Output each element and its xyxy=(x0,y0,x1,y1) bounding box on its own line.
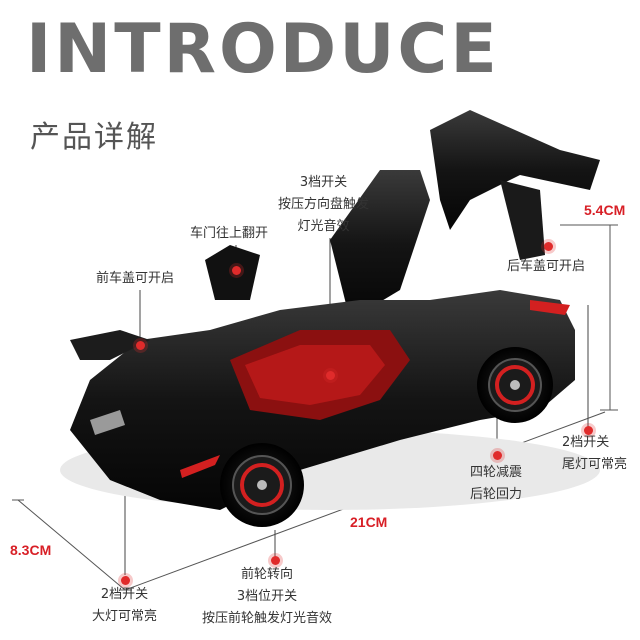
dimension-length: 21CM xyxy=(350,514,388,530)
wing-strut xyxy=(500,180,545,260)
label-line: 前轮转向 xyxy=(241,567,294,582)
label-tail-light: 2档开关 尾灯可常亮 xyxy=(562,432,627,476)
headlight xyxy=(90,410,125,435)
dimension-height: 5.4CM xyxy=(584,202,626,218)
rear-wing xyxy=(430,110,600,230)
label-line: 按压方向盘触发 xyxy=(278,197,370,212)
label-line: 3档开关 xyxy=(299,175,348,190)
front-wheel xyxy=(220,443,304,527)
label-door: 车门往上翻开 xyxy=(190,226,269,241)
dot-headlight xyxy=(121,576,130,585)
rear-wheel xyxy=(477,347,553,423)
dot-door xyxy=(232,266,241,275)
door-right xyxy=(330,170,430,320)
label-line: 按压前轮触发灯光音效 xyxy=(202,611,333,626)
label-line: 后轮回力 xyxy=(470,487,523,502)
label-line: 灯光音效 xyxy=(297,219,350,234)
front-hood xyxy=(70,330,150,360)
width-line xyxy=(17,499,126,591)
dot-tail xyxy=(584,426,593,435)
label-rear-hood: 后车盖可开启 xyxy=(507,259,586,274)
label-suspension: 四轮减震 后轮回力 xyxy=(470,462,522,506)
label-line: 2档开关 xyxy=(100,587,149,602)
page-subtitle: 产品详解 xyxy=(30,120,158,155)
label-line: 尾灯可常亮 xyxy=(562,457,628,472)
label-line: 四轮减震 xyxy=(470,465,523,480)
dimension-width: 8.3CM xyxy=(10,542,52,558)
label-steering: 前轮转向 3档位开关 按压前轮触发灯光音效 xyxy=(202,564,332,630)
label-top-switch: 3档开关 按压方向盘触发 灯光音效 xyxy=(278,172,369,238)
dot-front-hood xyxy=(136,341,145,350)
page-title: INTRODUCE xyxy=(26,10,500,89)
dot-rear-hood xyxy=(544,242,553,251)
label-line: 大灯可常亮 xyxy=(92,609,158,624)
dot-steering xyxy=(271,556,280,565)
label-front-hood: 前车盖可开启 xyxy=(96,271,175,286)
dot-switch xyxy=(326,371,335,380)
dot-suspension xyxy=(493,451,502,460)
label-line: 2档开关 xyxy=(562,435,610,450)
label-headlight: 2档开关 大灯可常亮 xyxy=(92,584,157,628)
label-line: 3档位开关 xyxy=(236,589,298,604)
